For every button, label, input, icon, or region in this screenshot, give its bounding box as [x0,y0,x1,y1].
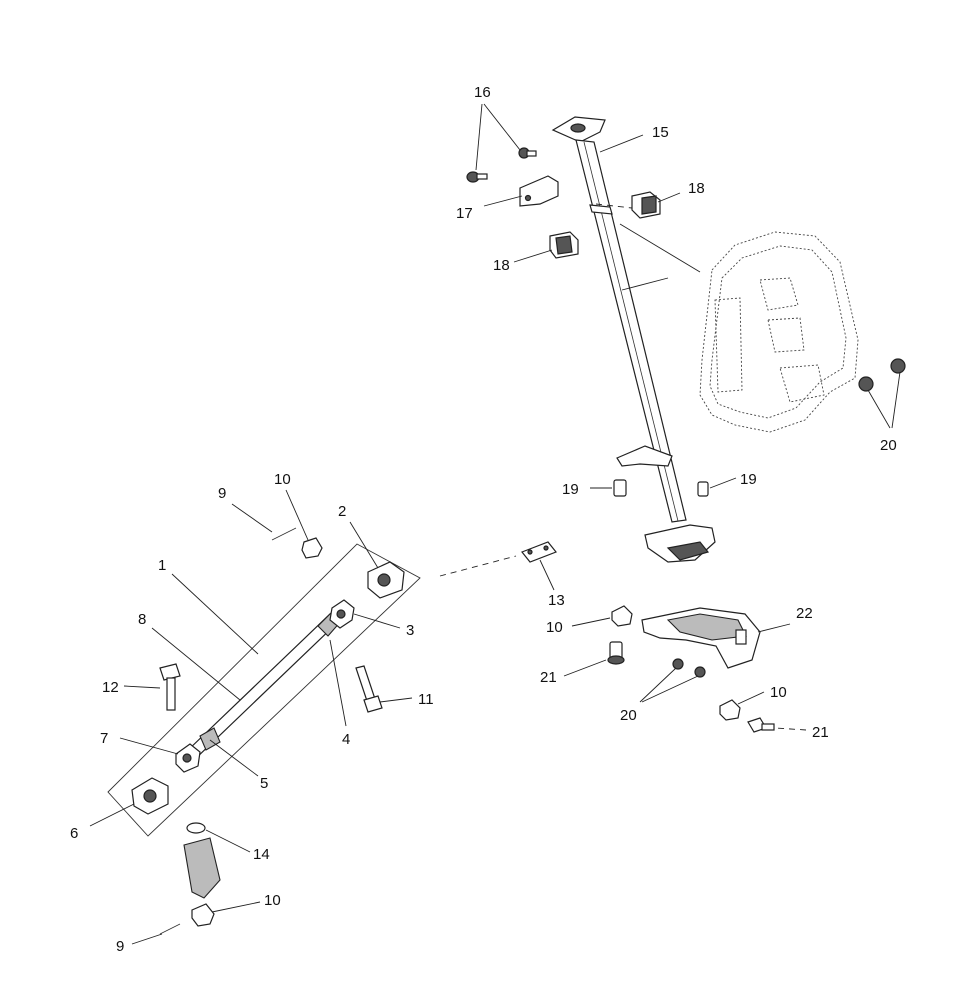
callout-7: 7 [100,730,108,747]
callout-8: 8 [138,611,146,628]
steering-post [551,116,716,563]
bolt-21-left [607,641,625,665]
leader-lines [89,103,901,945]
callout-19-left: 19 [562,481,579,498]
callout-20-lower: 20 [620,707,637,724]
bolt-16-b [518,147,537,159]
callout-20-top: 20 [880,437,897,454]
callout-10-lower-right: 10 [770,684,787,701]
callout-14: 14 [253,846,270,863]
callout-1: 1 [158,557,166,574]
nuts-20-lower [672,658,706,678]
callout-19-right: 19 [740,471,757,488]
callout-9-top: 9 [218,485,226,502]
castle-nut-10-top [301,537,323,559]
bracket-22 [641,607,761,669]
nut-10-mid [611,605,633,627]
callout-5: 5 [260,775,268,792]
callout-3: 3 [406,622,414,639]
callout-11: 11 [418,691,434,708]
callout-18-left: 18 [493,257,510,274]
callout-4: 4 [342,731,350,748]
callout-16: 16 [474,84,491,101]
castle-nut-10-bottom [191,903,215,927]
callout-10-bottom: 10 [264,892,281,909]
callout-2: 2 [338,503,346,520]
bolt-11 [355,665,383,713]
bushing-18-left [549,231,579,259]
callout-6: 6 [70,825,78,842]
tie-rod [175,599,355,773]
bolt-12 [159,663,181,711]
plate-13 [521,541,557,563]
callout-22: 22 [796,605,813,622]
nut-20-a [858,376,874,392]
callout-12: 12 [102,679,119,696]
callout-21-right: 21 [812,724,829,741]
callout-18-right: 18 [688,180,705,197]
callout-10-mid: 10 [546,619,563,636]
nut-10-lower-right [719,699,741,721]
tie-rod-end-2 [367,561,405,599]
tie-rod-end-6 [131,777,169,815]
washer-14 [186,822,206,834]
boot-14 [183,837,221,899]
callout-10-top: 10 [274,471,291,488]
tie-rod-group-box [107,543,421,837]
bolt-21-right [747,717,775,733]
bolt-16-a [466,171,488,183]
cotter-pin-9-bottom [159,923,181,935]
callout-21-left: 21 [540,669,557,686]
callout-17: 17 [456,205,473,222]
callout-9-bottom: 9 [116,938,124,955]
bushing-18-right [631,191,661,219]
frame-panel [699,231,859,433]
clamp-17 [519,175,559,207]
callout-labels: 16 15 17 18 18 20 19 19 10 9 2 1 13 22 8… [70,84,897,955]
pin-19-right [697,481,709,497]
nut-20-b [890,358,906,374]
callout-15: 15 [652,124,669,141]
callout-13: 13 [548,592,565,609]
cotter-pin-9-top [271,527,297,541]
pin-19-left [613,479,627,497]
